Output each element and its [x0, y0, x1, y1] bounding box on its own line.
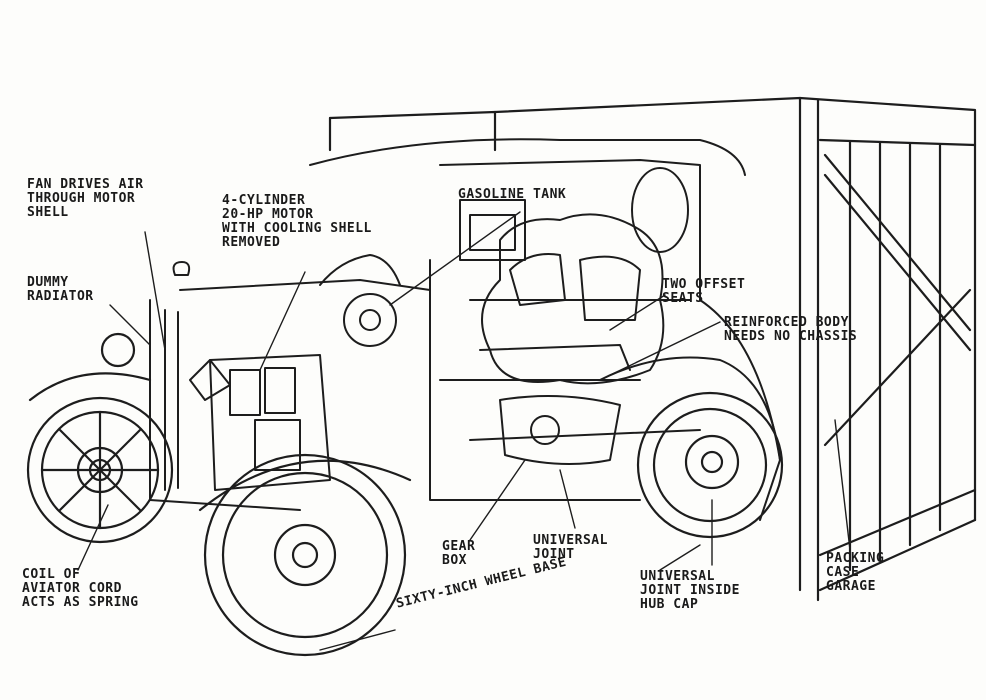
- label-body-line-2: NEEDS NO CHASSIS: [724, 329, 858, 344]
- label-hubjoint-line-2: JOINT INSIDE: [640, 583, 740, 598]
- label-gear-box: GEAR BOX: [442, 540, 475, 568]
- label-hubjoint-line-1: UNIVERSAL: [640, 569, 715, 584]
- label-body-line-1: REINFORCED BODY: [724, 315, 849, 330]
- label-universal-line-1: UNIVERSAL: [533, 533, 608, 548]
- label-fan-line-3: SHELL: [27, 205, 69, 220]
- label-seats: TWO OFFSET SEATS: [662, 278, 745, 306]
- label-packing-case: PACKING CASE GARAGE: [826, 552, 884, 594]
- label-packing-line-3: GARAGE: [826, 579, 876, 594]
- label-hub-joint: UNIVERSAL JOINT INSIDE HUB CAP: [640, 570, 740, 612]
- label-motor: 4-CYLINDER 20-HP MOTOR WITH COOLING SHEL…: [222, 194, 372, 250]
- front-right-wheel: [198, 453, 412, 657]
- front-left-wheel: [26, 332, 174, 544]
- label-gear-line-1: GEAR: [442, 539, 476, 554]
- label-packing-line-1: PACKING: [826, 551, 885, 566]
- engine-cutaway: [149, 254, 431, 511]
- label-gear-line-2: BOX: [442, 553, 467, 568]
- label-body: REINFORCED BODY NEEDS NO CHASSIS: [724, 316, 857, 344]
- label-dummy-line-2: RADIATOR: [27, 289, 94, 304]
- label-packing-line-2: CASE: [826, 565, 860, 580]
- label-fan: FAN DRIVES AIR THROUGH MOTOR SHELL: [27, 178, 144, 220]
- leader-lines: [77, 211, 851, 651]
- label-dummy-radiator: DUMMY RADIATOR: [27, 276, 94, 304]
- label-universal-line-2: JOINT: [533, 547, 575, 562]
- label-motor-line-3: WITH COOLING SHELL: [222, 221, 372, 236]
- label-fan-line-1: FAN DRIVES AIR: [27, 177, 144, 192]
- label-coil-line-1: COIL OF: [22, 567, 81, 582]
- label-universal-joint: UNIVERSAL JOINT: [533, 534, 608, 562]
- interior-cutaway: [469, 213, 701, 465]
- label-hubjoint-line-3: HUB CAP: [640, 597, 699, 612]
- packing-case-garage: [328, 96, 977, 602]
- car-body: [309, 138, 781, 521]
- label-seats-line-2: SEATS: [662, 291, 704, 306]
- rear-wheel: [636, 391, 784, 539]
- label-coil-line-3: ACTS AS SPRING: [22, 595, 139, 610]
- label-tank: GASOLINE TANK: [458, 188, 566, 202]
- label-seats-line-1: TWO OFFSET: [662, 277, 746, 292]
- label-coil: COIL OF AVIATOR CORD ACTS AS SPRING: [22, 568, 139, 610]
- label-coil-line-2: AVIATOR CORD: [22, 581, 122, 596]
- label-dummy-line-1: DUMMY: [27, 275, 69, 290]
- label-motor-line-4: REMOVED: [222, 235, 281, 250]
- label-tank-line-1: GASOLINE TANK: [458, 187, 567, 202]
- label-motor-line-1: 4-CYLINDER: [222, 193, 306, 208]
- label-fan-line-2: THROUGH MOTOR: [27, 191, 136, 206]
- label-motor-line-2: 20-HP MOTOR: [222, 207, 314, 222]
